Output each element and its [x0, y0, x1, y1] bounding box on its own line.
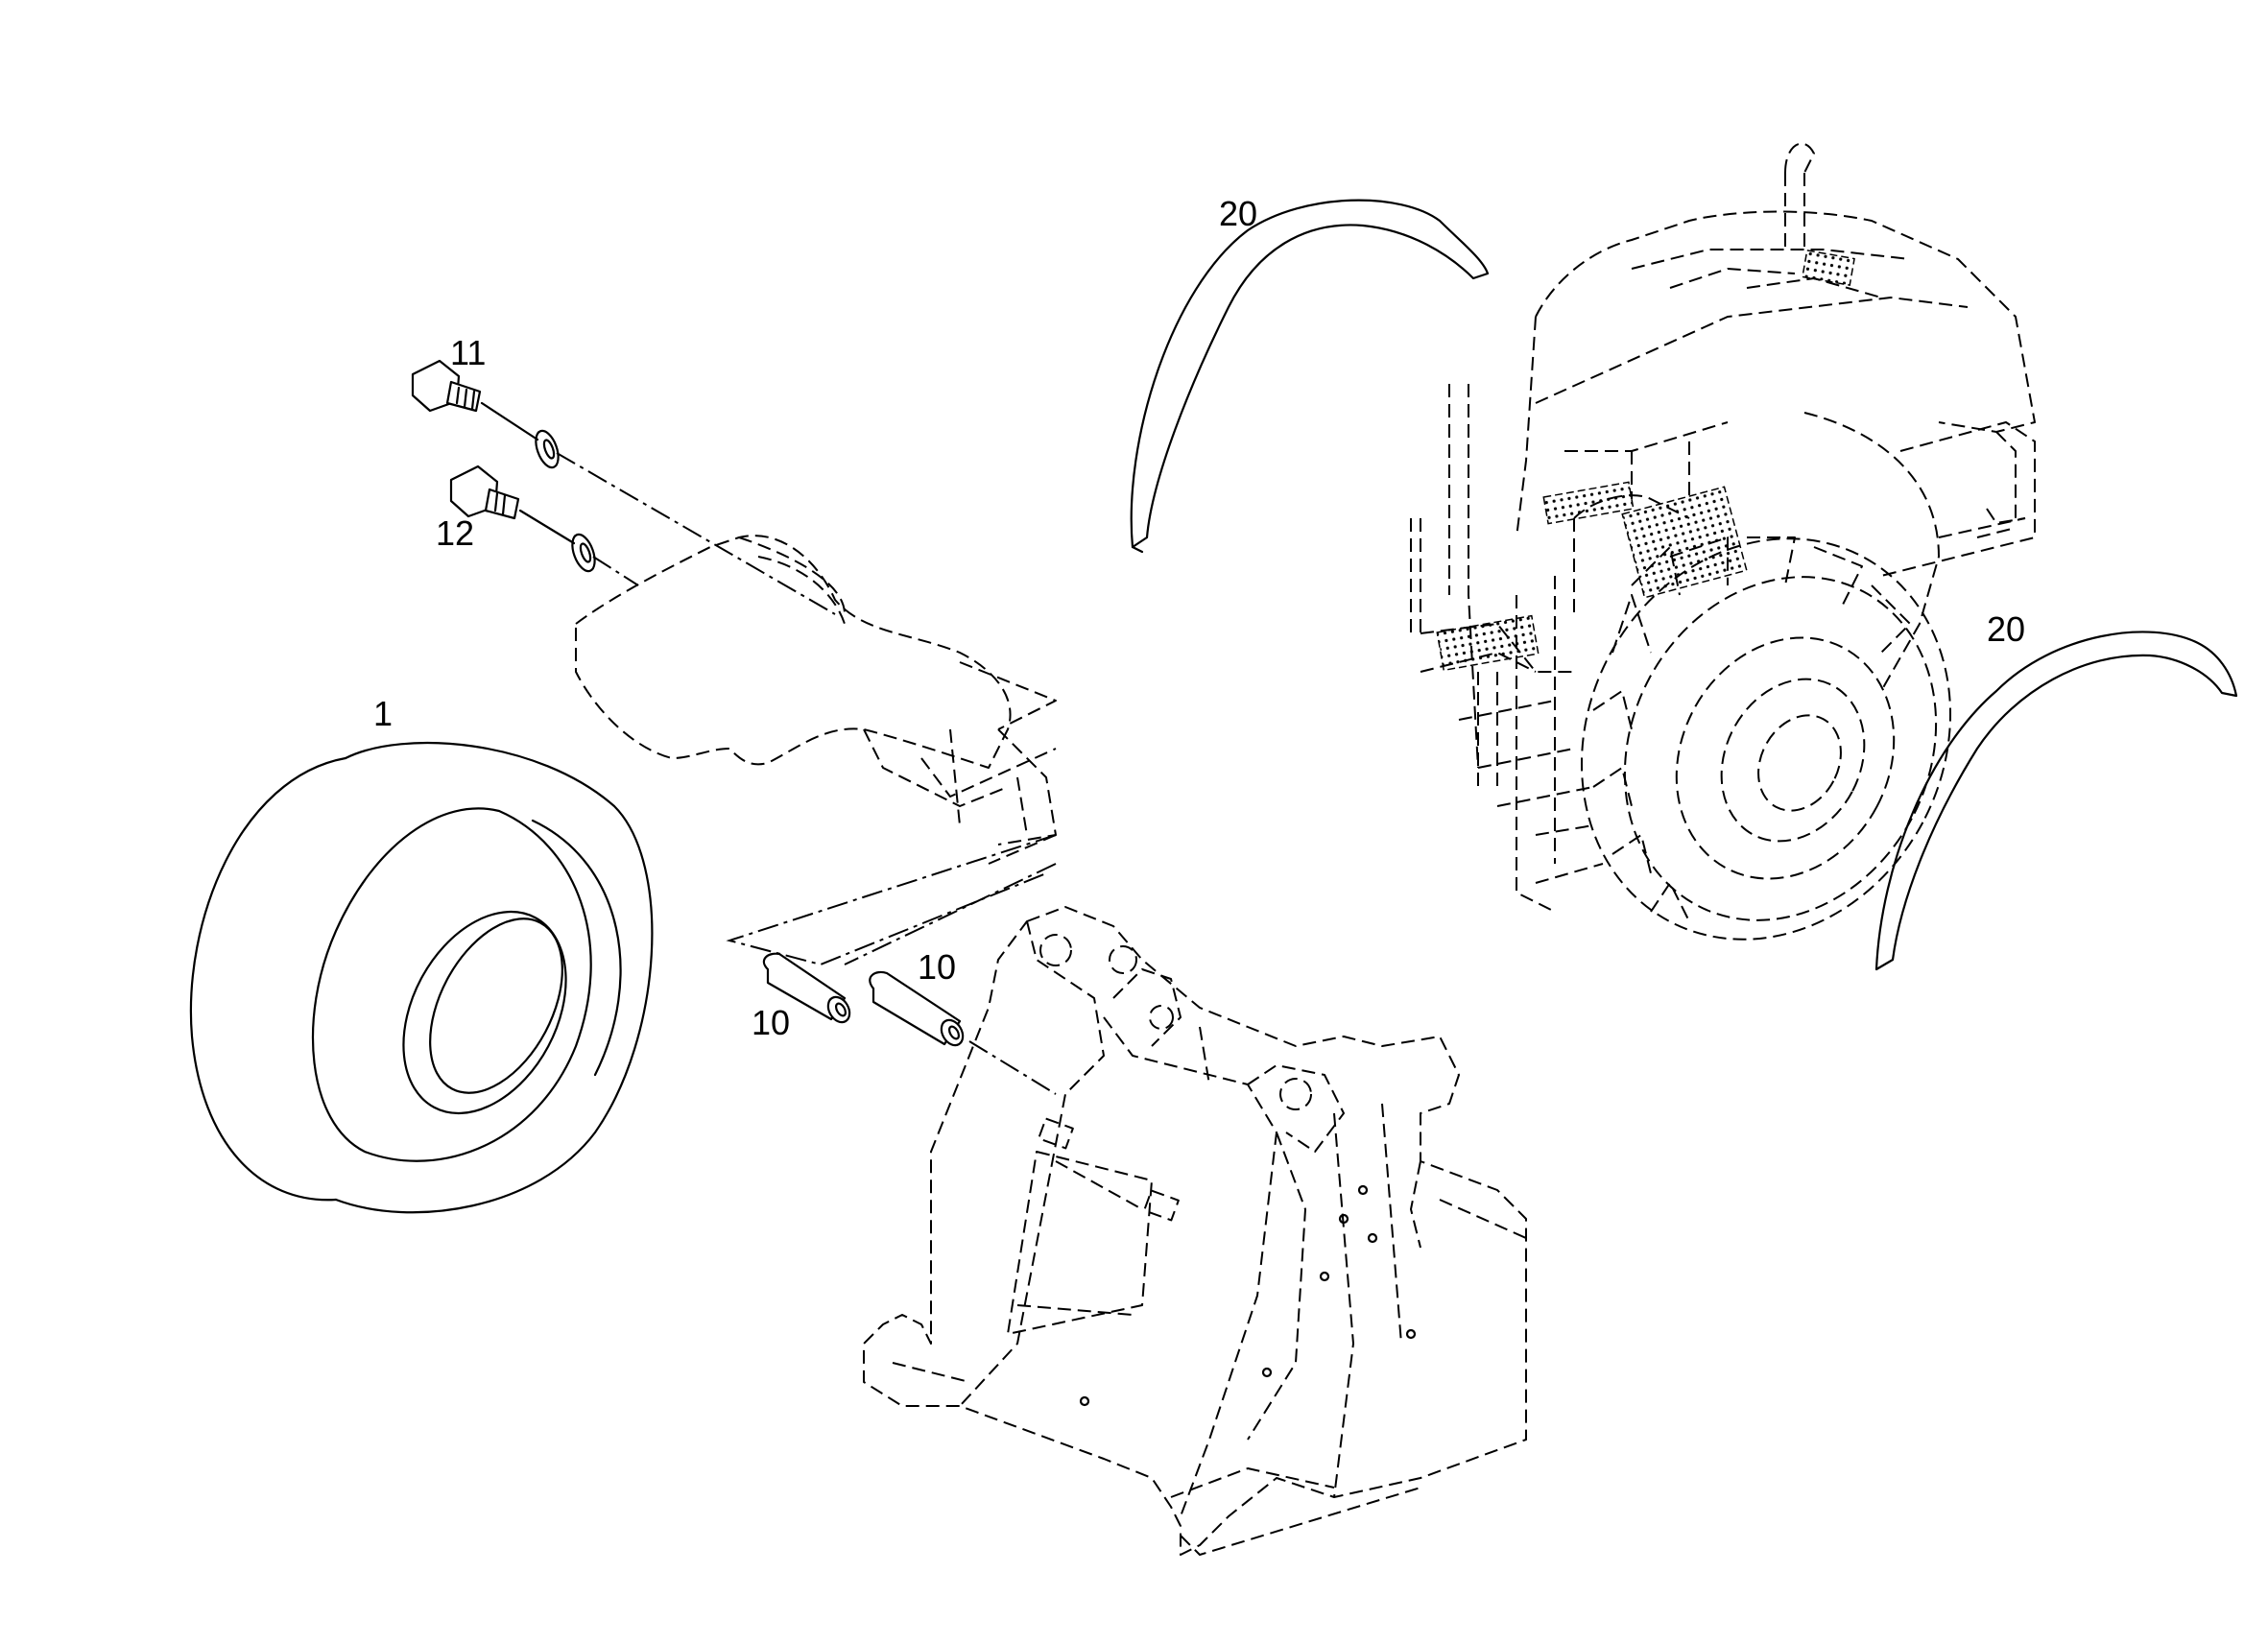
- callout-20-left: 20: [1219, 194, 1258, 233]
- bolt-12-part: [449, 465, 596, 573]
- fender-20-left-part: [1130, 199, 1490, 549]
- callout-1: 1: [373, 694, 394, 733]
- callout-20-right: 20: [1987, 609, 2026, 649]
- callout-10-left: 10: [752, 1003, 791, 1042]
- rear-wheel: [1580, 536, 1952, 941]
- callout-11: 11: [450, 333, 487, 372]
- rear-vehicle-body: [1410, 142, 2036, 913]
- bolt-11-part: [411, 359, 560, 469]
- tire-part: [189, 741, 654, 1214]
- callout-10-right: 10: [918, 947, 957, 987]
- callout-12: 12: [436, 513, 475, 553]
- pin-10-right-part: [869, 970, 965, 1047]
- mounting-bracket: [575, 535, 1057, 865]
- front-frame: [863, 906, 1527, 1556]
- pin-10-left-part: [762, 952, 851, 1024]
- fender-20-right-part: [1874, 631, 2238, 971]
